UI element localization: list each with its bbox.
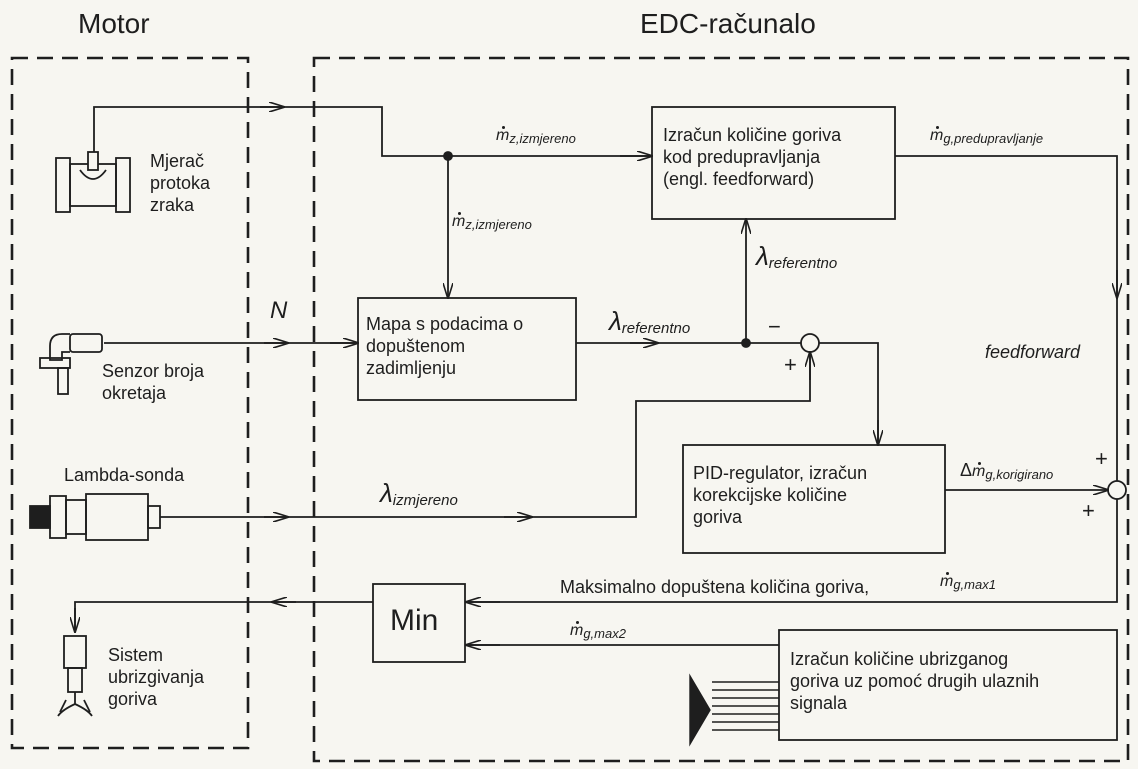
motor-region [10, 56, 250, 750]
signal-mz-down: mz,izmjereno [452, 213, 532, 232]
signal-max1-text: Maksimalno dopuštena količina goriva, [560, 577, 870, 597]
title-edc: EDC-računalo [640, 8, 816, 39]
signal-n: N [270, 297, 288, 324]
signal-delta-mg: Δmg,korigirano [960, 460, 1054, 482]
line-min-out [74, 601, 373, 632]
other-inputs-box [778, 629, 1118, 741]
pid-box [682, 444, 946, 554]
plus-sign-bottom: + [1082, 498, 1095, 523]
signal-lam-ref-up: λreferentno [756, 241, 838, 272]
other-inputs-icon [689, 673, 779, 747]
line-mg-pred [895, 155, 1118, 481]
line-max1 [465, 499, 1118, 603]
plus-sign-lambda: + [784, 352, 797, 377]
smoke-map-box [357, 297, 577, 401]
lambda-label: Lambda-sonda [64, 465, 185, 485]
air-flow-meter-icon [55, 151, 131, 213]
signal-mz-top: mz,izmjereno [496, 127, 576, 146]
title-motor: Motor [78, 8, 150, 39]
min-label: Min [390, 604, 439, 637]
minus-sign: − [768, 314, 781, 339]
line-sum-pid [819, 342, 879, 445]
line-lam-meas [160, 352, 811, 518]
signal-mg-pred: mg,predupravljanje [930, 127, 1044, 146]
signal-lam-ref-right: λreferentno [609, 306, 691, 337]
injector-icon [57, 635, 93, 717]
rpm-sensor-icon [39, 333, 103, 395]
signal-lam-meas: λizmjereno [380, 478, 458, 509]
sum-junction-fuel [1107, 480, 1127, 500]
line-mz-input [93, 106, 652, 160]
sum-junction-lambda [800, 333, 820, 353]
feedforward-box [651, 106, 896, 220]
plus-sign-top: + [1095, 446, 1108, 471]
min-box [372, 583, 466, 663]
edc-region [312, 56, 1130, 763]
lambda-sensor-icon [29, 493, 161, 541]
signal-max1: mg,max1 [940, 573, 996, 592]
signal-max2: mg,max2 [570, 622, 626, 641]
signal-feedforward: feedforward [985, 342, 1081, 362]
